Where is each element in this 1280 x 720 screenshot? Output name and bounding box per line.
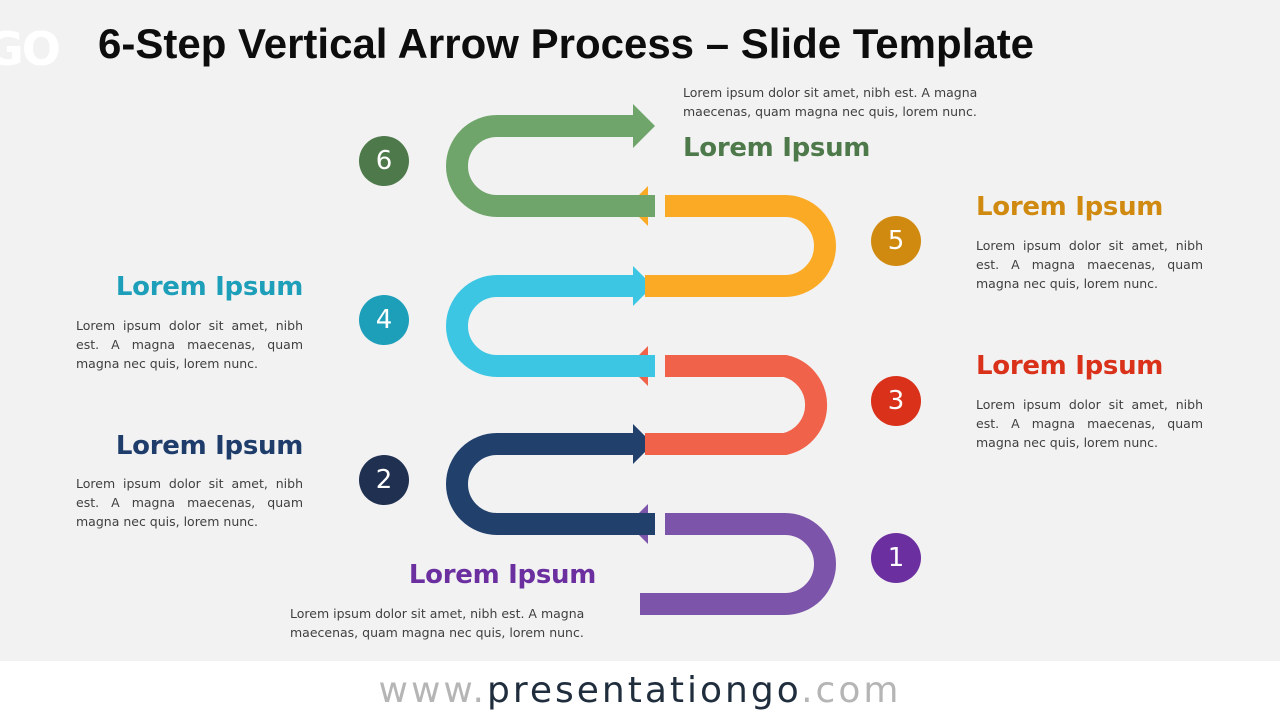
step-5-heading: Lorem Ipsum: [976, 192, 1164, 222]
step-4-text: Lorem ipsum dolor sit amet, nibh est. A …: [76, 318, 303, 371]
step-6-text: Lorem ipsum dolor sit amet, nibh est. A …: [683, 85, 978, 119]
arrow-head-6: [633, 104, 655, 148]
step-badge-2: 2: [359, 455, 409, 505]
arrow-head-4: [633, 266, 653, 306]
step-1-heading: Lorem Ipsum: [408, 560, 596, 590]
snake-arrow-diagram: [446, 104, 836, 615]
step-6-heading: Lorem Ipsum: [683, 133, 871, 163]
step-4-heading: Lorem Ipsum: [115, 272, 303, 302]
step-3-text: Lorem ipsum dolor sit amet, nibh est. A …: [976, 397, 1203, 450]
footer-url-prefix: www.: [378, 670, 487, 711]
step-badge-4: 4: [359, 295, 409, 345]
logo-mark: GO: [0, 22, 61, 76]
slide-title: 6-Step Vertical Arrow Process – Slide Te…: [98, 20, 1035, 67]
arrow-head-2: [633, 424, 653, 464]
step-2-text: Lorem ipsum dolor sit amet, nibh est. A …: [76, 476, 303, 529]
step-badge-1: 1: [871, 533, 921, 583]
arrow-segment-6: [446, 115, 655, 217]
arrow-segment-5: [645, 195, 836, 297]
step-1-text: Lorem ipsum dolor sit amet, nibh est. A …: [290, 606, 585, 640]
footer-url-suffix: .com: [801, 670, 902, 711]
arrow-segment-2: [446, 433, 655, 535]
footer-bar: www.presentationgo.com: [0, 661, 1280, 720]
step-2-heading: Lorem Ipsum: [115, 431, 303, 461]
step-badge-3: 3: [871, 376, 921, 426]
arrow-segment-3: [645, 355, 828, 455]
arrow-segment-1: [640, 513, 836, 615]
step-badge-6: 6: [359, 136, 409, 186]
footer-url-brand: presentationgo: [487, 670, 802, 711]
arrow-segment-4: [446, 275, 655, 377]
step-badge-5: 5: [871, 216, 921, 266]
step-3-heading: Lorem Ipsum: [976, 351, 1164, 381]
footer-url[interactable]: www.presentationgo.com: [379, 670, 902, 711]
step-5-text: Lorem ipsum dolor sit amet, nibh est. A …: [976, 238, 1203, 291]
